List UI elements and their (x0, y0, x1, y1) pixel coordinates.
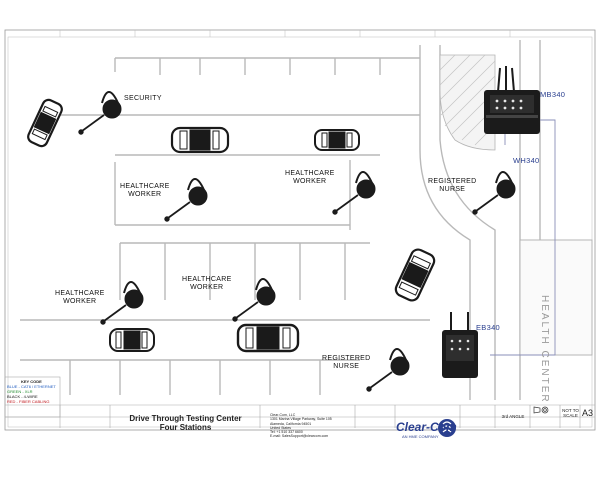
label-security: SECURITY (124, 95, 162, 102)
address-line-2: 1301 Marina Village Parkway, Suite 105 (270, 417, 332, 422)
address-line-3: Alameda, California 94501 (270, 421, 312, 426)
title-block-frame (4, 376, 595, 428)
vehicle-3 (314, 129, 360, 151)
label-hw-4-line2: WORKER (190, 284, 224, 291)
label-hw-4-line1: HEALTHCARE (182, 276, 232, 283)
health-center-building (519, 239, 593, 356)
label-rn-2-line1: REGISTERED (322, 355, 371, 362)
vehicle-4 (394, 248, 436, 302)
label-hw-2: HEALTHCARE WORKER (285, 170, 335, 186)
vehicles (27, 98, 436, 353)
headset-rn-2 (366, 348, 410, 392)
headset-hw-2 (332, 171, 376, 215)
parking-lines (20, 40, 541, 400)
drawing-title-line2: Four Stations (159, 423, 212, 432)
label-rn-1-line1: REGISTERED (428, 178, 477, 185)
label-eb340: EB340 (476, 323, 501, 332)
headset-hw-1 (164, 178, 208, 222)
label-hw-3-line2: WORKER (63, 298, 97, 305)
address-line-5: Tel: +1 510 337 6600 (270, 430, 303, 435)
eb340-unit (442, 312, 478, 378)
company-name: Clear-Com (396, 420, 457, 434)
headset-rn-1 (472, 171, 516, 215)
third-angle-icon (533, 406, 549, 414)
key-code-row-1: BLUE - CAT6 / ETHERNET (7, 384, 56, 389)
label-mb340: MB340 (540, 90, 566, 99)
company-address: Clear-Com, LLC 1301 Marina Village Parkw… (270, 413, 332, 439)
label-wh340: WH340 (513, 156, 540, 165)
hatched-island (439, 54, 496, 151)
label-hw-2-line1: HEALTHCARE (285, 170, 335, 177)
scale-label: NOT TO SCALE (562, 408, 579, 418)
sheet-size: A3 (582, 408, 594, 418)
label-hw-1-line2: WORKER (128, 191, 162, 198)
headset-hw-3 (100, 281, 144, 325)
label-rn-2: REGISTERED NURSE (322, 355, 371, 371)
label-health-center: HEALTH CENTER (539, 295, 550, 404)
label-hw-3-line1: HEALTHCARE (55, 290, 105, 297)
label-rn-2-line2: NURSE (333, 363, 360, 370)
headsets (78, 91, 516, 392)
label-rn-1: REGISTERED NURSE (428, 178, 477, 194)
key-code-row-2: GREEN - XLR (7, 389, 33, 394)
company-tag: AN HME COMPANY (402, 434, 439, 439)
vehicle-1 (27, 98, 63, 148)
mb340-unit (484, 66, 540, 134)
address-line-1: Clear-Com, LLC (270, 413, 296, 417)
clearcom-logo-mark (438, 419, 456, 437)
label-hw-1-line1: HEALTHCARE (120, 183, 170, 190)
inner-border (7, 36, 593, 428)
label-hw-3: HEALTHCARE WORKER (55, 290, 105, 306)
label-rn-1-line2: NURSE (439, 186, 466, 193)
address-line-4: United States (270, 425, 292, 430)
vehicle-6 (236, 323, 300, 353)
drawing-title: Drive Through Testing Center Four Statio… (118, 414, 253, 432)
grid-ticks (59, 30, 511, 37)
key-code-row-4: RED - FIBER CABLING (7, 399, 50, 404)
label-hw-4: HEALTHCARE WORKER (182, 276, 232, 292)
key-code-row-3: BLACK - 4-WIRE (7, 394, 38, 399)
key-code-title: KEY CODE (21, 379, 42, 384)
vehicle-5 (109, 328, 155, 352)
angle-label: 3rd ANGLE (501, 414, 525, 419)
headset-hw-4 (232, 278, 276, 322)
address-line-6: E-mail: SalesSupport@clearcom.com (270, 434, 329, 439)
label-hw-1: HEALTHCARE WORKER (120, 183, 170, 199)
vehicle-2 (170, 126, 230, 154)
drawing-title-line1: Drive Through Testing Center (129, 414, 242, 423)
label-hw-2-line2: WORKER (293, 178, 327, 185)
headset-security (78, 91, 122, 135)
sheet-border (4, 29, 596, 431)
key-code-legend: KEY CODE BLUE - CAT6 / ETHERNET GREEN - … (7, 379, 56, 404)
